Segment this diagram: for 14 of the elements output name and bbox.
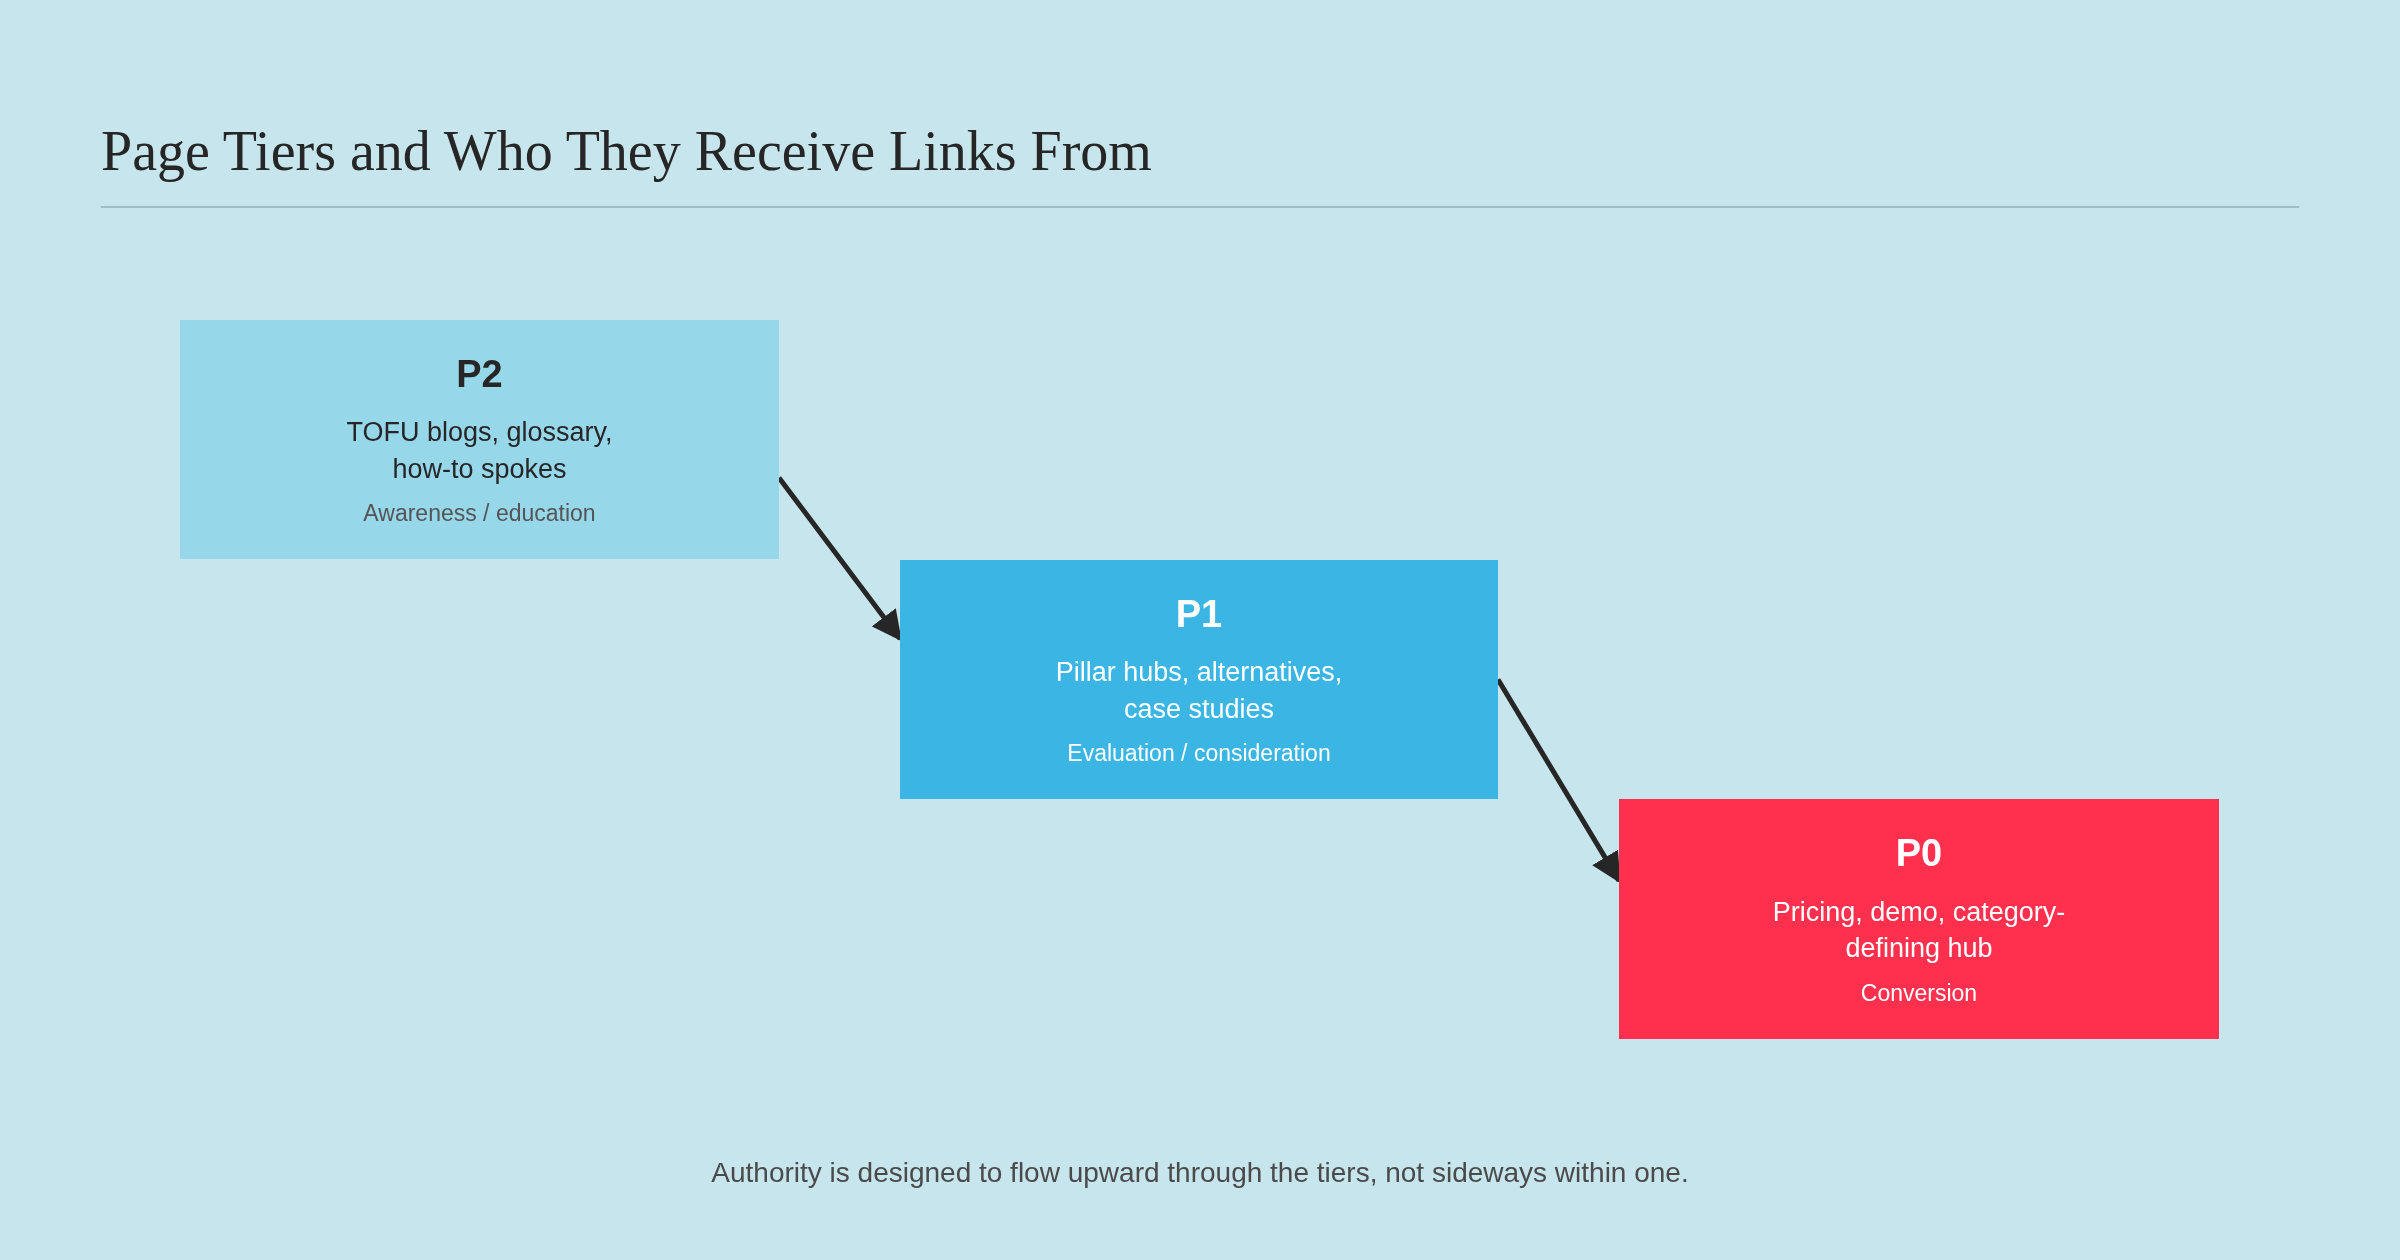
tier-description: TOFU blogs, glossary, how-to spokes xyxy=(345,416,614,486)
tier-stage: Evaluation / consideration xyxy=(1067,739,1331,769)
caption: Authority is designed to flow upward through the tiers, not sideways within one. xyxy=(710,1156,1690,1190)
tier-box xyxy=(900,560,1498,799)
tier-stage: Conversion xyxy=(1860,978,1978,1008)
tier-description: Pillar hubs, alternatives, case studies xyxy=(1054,656,1344,726)
tier-heading: P1 xyxy=(1175,591,1223,637)
diagram-title: Page Tiers and Who They Receive Links From xyxy=(101,119,1152,184)
tier-box xyxy=(180,320,779,559)
tier-stage: Awareness / education xyxy=(363,499,596,529)
tier-heading: P2 xyxy=(456,351,503,397)
tier-box xyxy=(1619,799,2219,1039)
tier-description: Pricing, demo, category-defining hub xyxy=(1771,895,2067,966)
tier-heading: P0 xyxy=(1895,831,1943,877)
